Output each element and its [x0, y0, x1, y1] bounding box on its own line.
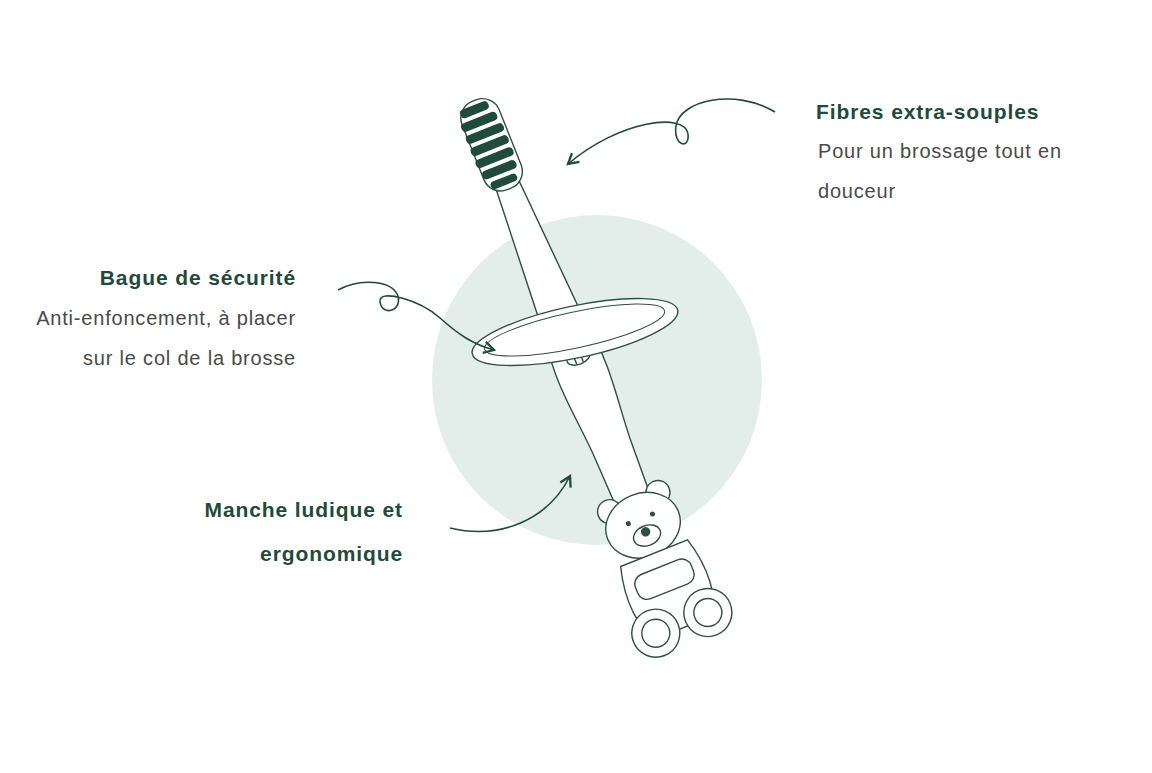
callout-text: Pour un brossage tout en douceur [818, 131, 1140, 211]
leader-arrow [450, 476, 570, 531]
bristles [455, 98, 524, 193]
callout-heading: Manche ludique et ergonomique [133, 488, 403, 576]
leader-arrow [568, 99, 775, 164]
callout-text: Anti-enfoncement, à placer sur le col de… [30, 298, 296, 378]
leader-arrow [338, 282, 494, 350]
callout-heading: Bague de sécurité [30, 258, 296, 298]
callout-heading: Fibres extra-souples [816, 92, 1146, 132]
toothbrush [426, 81, 739, 664]
background-circle [432, 215, 762, 545]
safety-ring [467, 285, 683, 380]
